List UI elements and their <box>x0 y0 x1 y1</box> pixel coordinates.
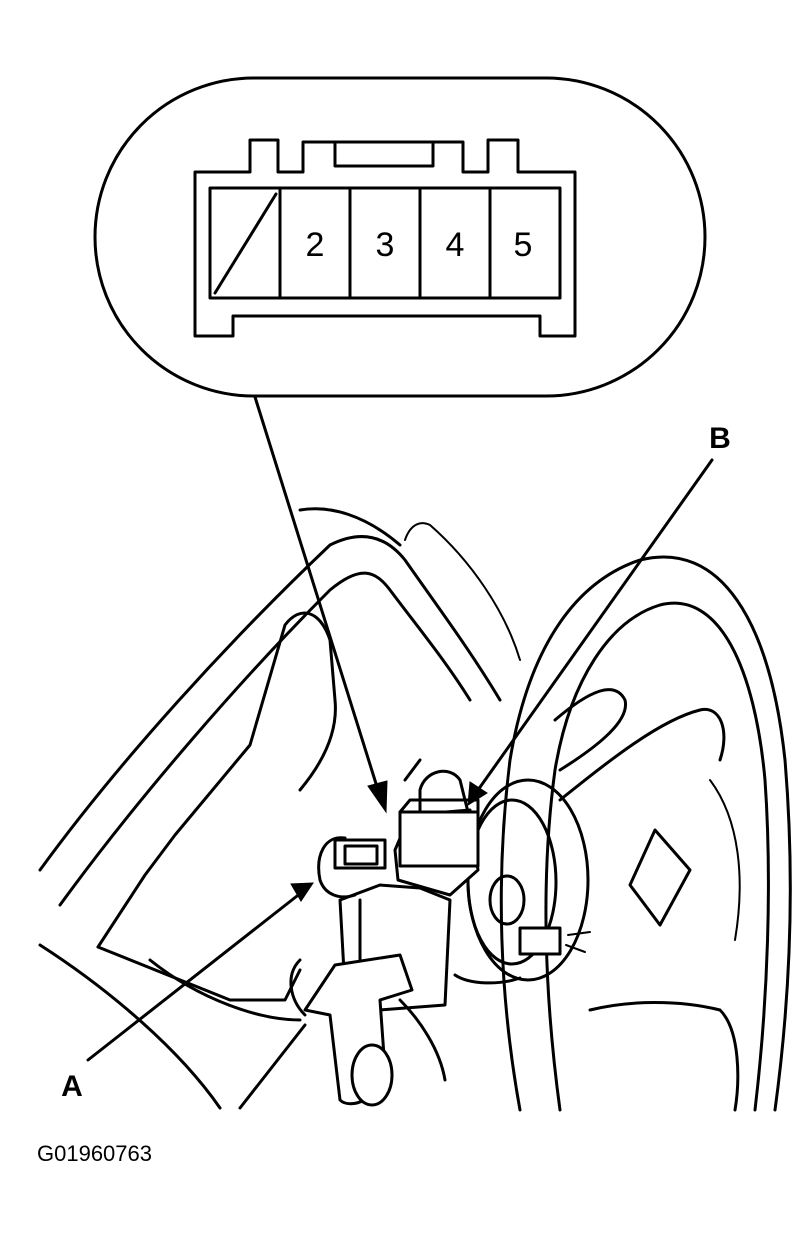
steering-wheel <box>499 555 792 1112</box>
callout-b-label: B <box>709 422 731 455</box>
pin-label-3: 3 <box>376 226 395 264</box>
connector-latch <box>333 140 435 168</box>
empty-cavity-slash <box>213 192 278 295</box>
pin-label-4: 4 <box>446 226 465 264</box>
callout-a: A <box>61 882 314 1103</box>
callout-b: B <box>467 422 731 806</box>
figure-id: G01960763 <box>37 1141 152 1166</box>
inset-frame <box>93 76 707 398</box>
callout-a-label: A <box>61 1070 83 1103</box>
connector-detail-inset: 2 3 4 5 <box>93 76 707 398</box>
pin-label-5: 5 <box>514 226 533 264</box>
inset-leader-arrow <box>253 395 388 814</box>
combination-switch-assembly <box>238 758 591 1110</box>
connector-face <box>208 186 562 300</box>
pin-label-2: 2 <box>306 226 325 264</box>
connector-housing <box>193 138 577 338</box>
